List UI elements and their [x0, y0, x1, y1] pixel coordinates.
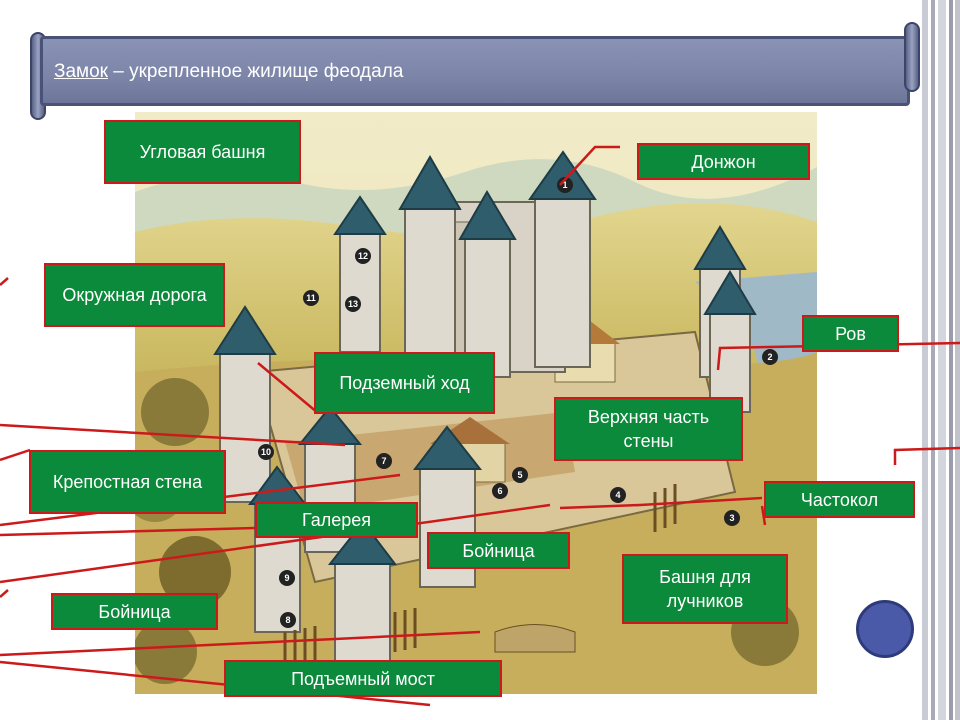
- title-term: Замок: [54, 61, 108, 82]
- marker-4: 4: [615, 490, 620, 500]
- label-donjon-text: Донжон: [691, 151, 756, 172]
- marker-1: 1: [562, 180, 567, 190]
- label-loophole-left-text: Бойница: [98, 601, 171, 622]
- marker-3: 3: [729, 513, 734, 523]
- label-moat-text: Ров: [835, 323, 866, 344]
- label-loophole-center-text: Бойница: [462, 540, 535, 561]
- scroll-curl-right: [904, 22, 920, 92]
- title-banner: [30, 22, 920, 120]
- marker-13: 13: [348, 299, 358, 309]
- marker-7: 7: [381, 456, 386, 466]
- label-moat: Ров: [802, 315, 899, 352]
- label-corner-tower-text: Угловая башня: [139, 142, 266, 162]
- label-gallery-text: Галерея: [301, 510, 372, 530]
- banner-body: [40, 36, 910, 106]
- label-archer-tower-text: Башня для лучников: [659, 567, 751, 611]
- label-fortress-wall-text: Крепостная стена: [52, 472, 203, 492]
- label-drawbridge-text: Подъемный мост: [291, 668, 435, 689]
- marker-5: 5: [517, 470, 522, 480]
- label-ring-road: Окружная дорога: [44, 263, 225, 327]
- page-title: Замок – укрепленное жилище феодала: [54, 61, 403, 83]
- label-upper-wall-text: Верхняя часть стены: [587, 407, 710, 451]
- label-upper-wall: Верхняя часть стены: [554, 397, 743, 461]
- label-fortress-wall: Крепостная стена: [29, 450, 226, 514]
- label-ring-road-text: Окружная дорога: [62, 285, 207, 305]
- marker-11: 11: [306, 293, 316, 303]
- label-loophole-center: Бойница: [427, 532, 570, 569]
- label-gallery: Галерея: [255, 502, 418, 538]
- decorative-circle: [856, 600, 914, 658]
- label-drawbridge: Подъемный мост: [224, 660, 502, 697]
- marker-9: 9: [284, 573, 289, 583]
- marker-8: 8: [285, 615, 290, 625]
- label-underground-text: Подземный ход: [339, 373, 470, 393]
- decorative-stripes: [922, 0, 960, 720]
- marker-6: 6: [497, 486, 502, 496]
- marker-10: 10: [261, 447, 271, 457]
- marker-2: 2: [767, 352, 772, 362]
- label-palisade-text: Частокол: [800, 489, 879, 510]
- label-underground-passage: Подземный ход: [314, 352, 495, 414]
- title-definition: – укрепленное жилище феодала: [108, 61, 404, 82]
- label-palisade: Частокол: [764, 481, 915, 518]
- label-corner-tower: Угловая башня: [104, 120, 301, 184]
- marker-12: 12: [358, 251, 368, 261]
- label-donjon: Донжон: [637, 143, 810, 180]
- label-archer-tower: Башня для лучников: [622, 554, 788, 624]
- label-loophole-left: Бойница: [51, 593, 218, 630]
